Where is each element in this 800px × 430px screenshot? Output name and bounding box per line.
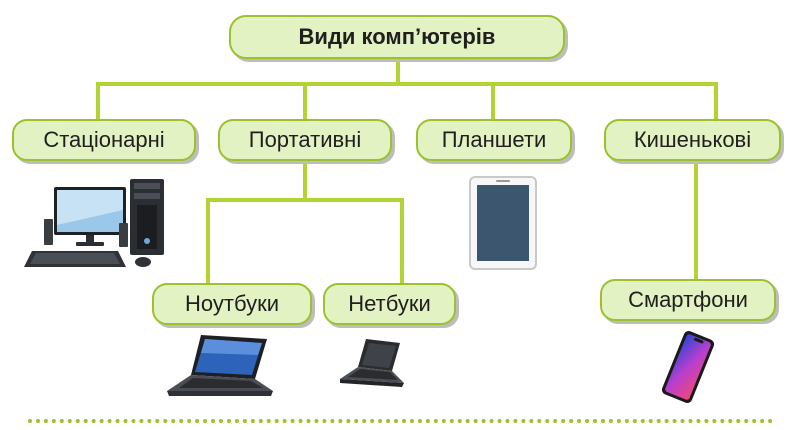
node-laptops-label: Ноутбуки	[185, 291, 279, 316]
node-stationary-label: Стаціонарні	[43, 127, 165, 152]
smartphone-icon	[661, 330, 715, 404]
node-stationary: Стаціонарні	[12, 119, 196, 161]
node-tablets-label: Планшети	[441, 127, 547, 152]
node-smartphones-label: Смартфони	[628, 287, 748, 312]
node-laptops: Ноутбуки	[152, 283, 312, 325]
node-tablets: Планшети	[416, 119, 572, 161]
node-portable-label: Портативні	[248, 127, 362, 152]
netbook-icon	[340, 339, 404, 387]
root-node-label: Види комп’ютерів	[298, 24, 496, 49]
node-portable: Портативні	[218, 119, 392, 161]
laptop-icon	[167, 335, 273, 396]
tablet-icon	[469, 176, 537, 270]
desktop-computer-icon	[24, 179, 164, 267]
dotted-separator	[28, 419, 773, 423]
node-smartphones: Смартфони	[600, 279, 776, 321]
node-netbooks: Нетбуки	[323, 283, 456, 325]
node-pocket-label: Кишенькові	[633, 127, 752, 152]
node-netbooks-label: Нетбуки	[348, 291, 431, 316]
root-node: Види комп’ютерів	[229, 15, 565, 59]
node-pocket: Кишенькові	[604, 119, 781, 161]
